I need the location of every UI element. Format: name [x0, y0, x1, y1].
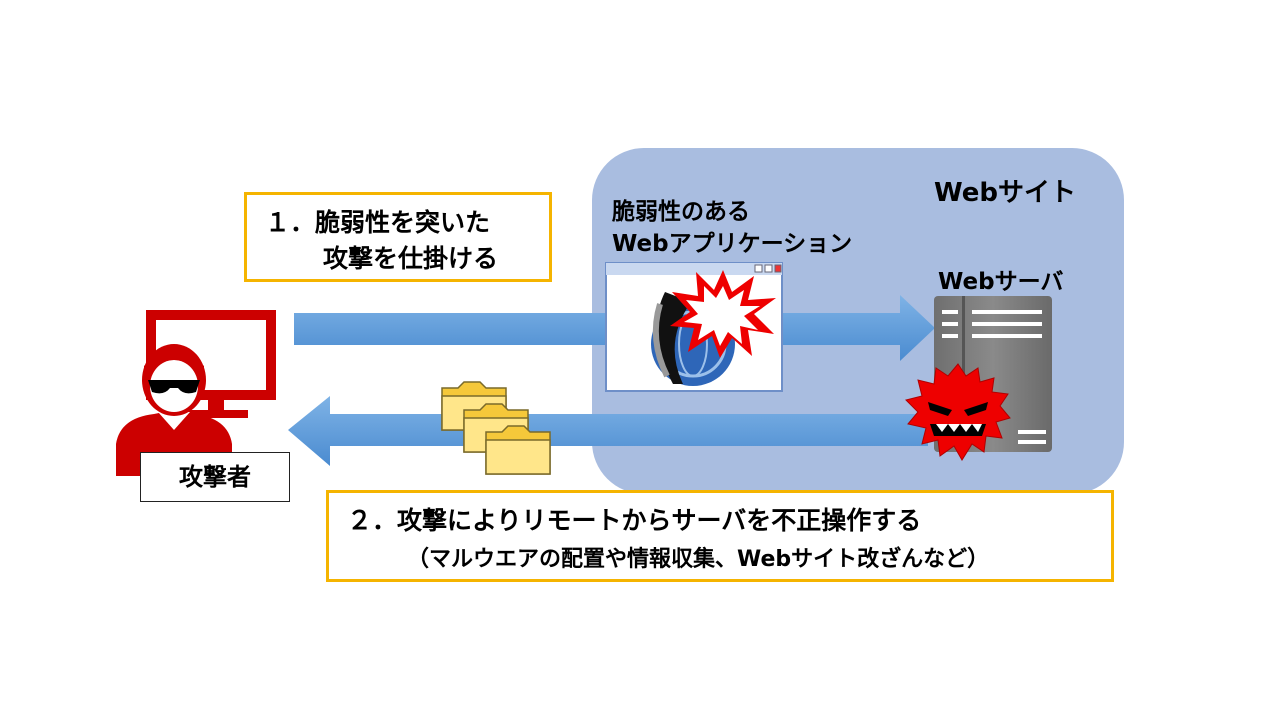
malware-monster-icon — [905, 363, 1011, 461]
web-app-label: 脆弱性のある Webアプリケーション — [612, 196, 852, 260]
step2-line1: ２．攻撃によりリモートからサーバを不正操作する — [347, 506, 922, 535]
step1-line1: １．脆弱性を突いた — [265, 208, 491, 237]
web-app-label-line1: 脆弱性のある — [612, 199, 750, 225]
attacker-figure — [116, 310, 276, 476]
explosion-icon — [670, 270, 776, 358]
web-app-label-line2: Webアプリケーション — [612, 231, 853, 257]
folder-stack — [441, 381, 551, 475]
step1-callout: １．脆弱性を突いた 攻撃を仕掛ける — [244, 192, 552, 282]
attacker-label: 攻撃者 — [140, 452, 290, 502]
website-label: Webサイト — [934, 178, 1076, 208]
attack-arrow-left-segment — [294, 295, 690, 361]
attack-arrow-right-segment — [780, 295, 935, 361]
step1-line2: 攻撃を仕掛ける — [323, 244, 499, 273]
folder-icon — [485, 425, 551, 475]
step2-line2: （マルウエアの配置や情報収集、Webサイト改ざんなど） — [407, 547, 990, 572]
step2-callout: ２．攻撃によりリモートからサーバを不正操作する （マルウエアの配置や情報収集、W… — [326, 490, 1114, 582]
web-server-label: Webサーバ — [938, 269, 1064, 295]
return-arrow — [288, 396, 928, 466]
